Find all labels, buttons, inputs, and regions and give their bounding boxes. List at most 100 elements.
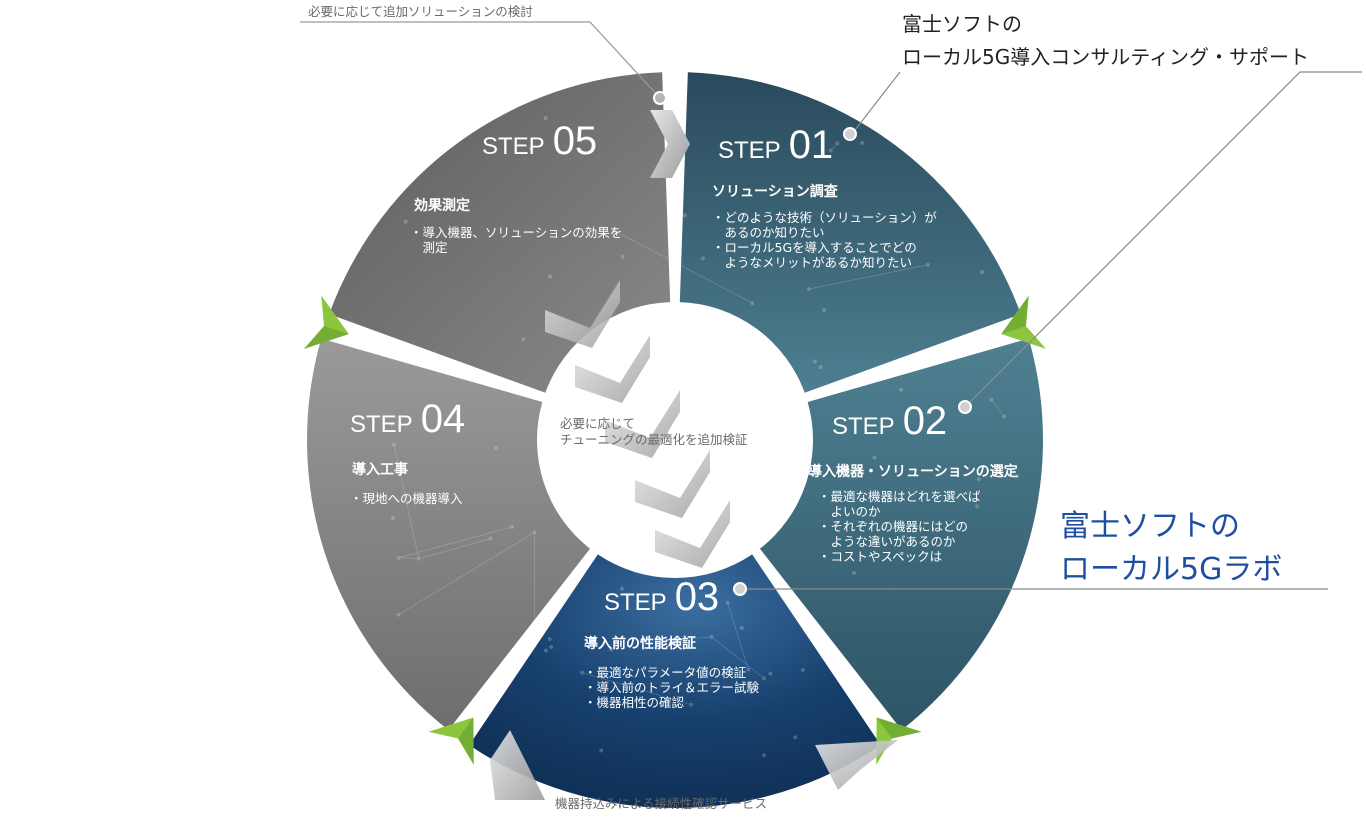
bottom-left-gray-arrow-icon <box>490 730 545 800</box>
network-node <box>806 287 811 291</box>
network-node <box>872 455 877 460</box>
chevron-down-icon <box>655 500 730 568</box>
network-node <box>599 748 604 753</box>
lab-callout-line2: ローカル5Gラボ <box>1060 552 1282 587</box>
network-node <box>612 228 617 233</box>
network-node <box>893 217 898 222</box>
step03-bullet: ・最適なパラメータ値の検証 <box>584 665 747 680</box>
step01-segment <box>679 72 1021 393</box>
network-node <box>980 270 985 275</box>
network-node <box>860 140 865 145</box>
bottom-right-gray-arrow-icon <box>815 740 898 790</box>
step02-segment <box>759 338 1043 730</box>
step04-to-05-arrow-icon <box>303 295 349 349</box>
lab-callout-line1: 富士ソフトの <box>1060 509 1240 544</box>
step02-heading: 導入機器・ソリューションの選定 <box>808 463 1018 480</box>
network-node <box>989 397 994 402</box>
network-node <box>547 637 552 641</box>
step02-bullet: ・コストやスペックは <box>818 549 942 564</box>
step03-bullet: ・導入前のトライ＆エラー試験 <box>584 680 760 695</box>
network-node <box>739 626 744 630</box>
step04-label: STEP <box>350 411 413 438</box>
network-line <box>398 526 513 559</box>
step04-title: STEP 04 <box>350 397 465 441</box>
network-node <box>396 555 401 560</box>
network-node <box>528 146 533 151</box>
step02-bullet: ような違いがあるのか <box>818 534 956 549</box>
step05-bullet: ・導入機器、ソリューションの効果を <box>410 225 622 240</box>
step01-bullet: ・どのような技術（ソリューション）が <box>712 210 937 225</box>
step01-title: STEP 01 <box>718 123 833 167</box>
network-node <box>521 337 526 342</box>
step04-segment <box>306 338 591 730</box>
network-line <box>614 230 753 304</box>
network-node <box>580 670 585 675</box>
network-node <box>835 141 840 146</box>
top-gray-arrow-icon <box>650 110 690 178</box>
step04-bullet: ・現地への機器導入 <box>350 491 463 506</box>
consulting-leader-step01 <box>851 71 901 135</box>
network-node <box>532 624 537 629</box>
step02-to-03-arrow-icon <box>876 717 922 765</box>
step02-bullet: ・それぞれの機器にはどの <box>818 519 968 534</box>
step01-label: STEP <box>718 137 781 164</box>
network-node <box>392 442 396 447</box>
network-node <box>674 638 679 642</box>
network-line <box>398 532 535 615</box>
network-node <box>549 645 554 649</box>
network-node <box>976 477 981 482</box>
step03-heading: 導入前の性能検証 <box>584 635 696 652</box>
network-node <box>416 556 421 561</box>
network-line <box>393 444 420 559</box>
top-note-dot <box>653 91 667 105</box>
consulting-callout-line1: 富士ソフトの <box>902 12 1022 36</box>
chevron-down-icon <box>635 450 710 518</box>
step05-segment <box>329 72 671 393</box>
step05-bullet: 測定 <box>410 240 448 255</box>
step01-bullet: ・ローカル5Gを導入することでどの <box>712 240 917 255</box>
step03-leader-dot <box>733 582 747 596</box>
consulting-leader-step02 <box>964 71 1362 408</box>
step01-leader-dot <box>843 127 857 141</box>
network-node <box>544 648 549 653</box>
network-line <box>676 636 712 641</box>
chevron-down-icon <box>545 280 620 348</box>
center-note-line2: チューニングの最適化を追加検証 <box>560 432 748 447</box>
step05-label: STEP <box>482 133 545 160</box>
network-node <box>510 524 515 529</box>
network-node <box>925 262 930 267</box>
chevron-down-icon <box>575 335 650 403</box>
consulting-callout-line2: ローカル5G導入コンサルティング・サポート <box>902 45 1309 69</box>
network-line <box>582 672 692 706</box>
network-line <box>727 602 749 670</box>
step04-number: 04 <box>421 397 466 441</box>
network-node <box>899 387 904 392</box>
network-node <box>761 676 766 681</box>
network-line <box>991 399 1005 417</box>
network-node <box>493 445 498 450</box>
network-node <box>761 753 766 758</box>
network-line <box>830 142 838 151</box>
network-node <box>873 538 878 543</box>
step03-label: STEP <box>604 589 667 616</box>
network-node <box>793 735 798 740</box>
network-node <box>975 504 979 509</box>
network-node <box>839 262 844 267</box>
network-node <box>620 254 625 259</box>
network-node <box>818 365 823 370</box>
step01-number: 01 <box>789 123 834 167</box>
step03-to-04-arrow-icon <box>428 717 474 765</box>
network-node <box>800 667 805 672</box>
network-node <box>709 634 714 639</box>
network-node <box>852 571 856 575</box>
network-node <box>389 422 394 427</box>
network-node <box>1002 414 1006 419</box>
network-node <box>768 671 773 676</box>
network-node <box>488 536 493 541</box>
step01-bullet: ようなメリットがあるか知りたい <box>712 255 912 270</box>
step05-heading: 効果測定 <box>414 197 470 214</box>
